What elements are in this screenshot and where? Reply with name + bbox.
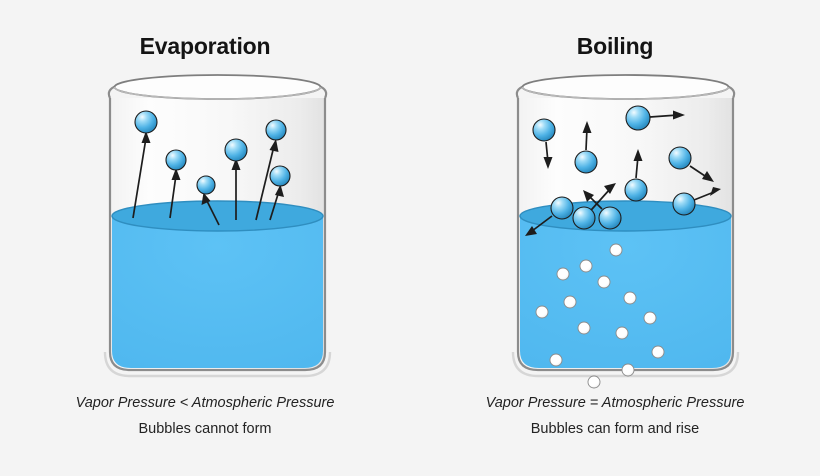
bubble xyxy=(577,321,591,335)
evaporating-molecule xyxy=(165,149,187,219)
bubble xyxy=(563,295,577,309)
molecule xyxy=(625,105,651,131)
bubble xyxy=(621,363,635,377)
panel-title-evaporation: Evaporation xyxy=(139,33,271,59)
beaker-evaporation xyxy=(103,74,332,378)
bubble xyxy=(615,326,629,340)
motion-arrow-head xyxy=(141,131,151,143)
bubble xyxy=(549,353,563,367)
motion-arrow-head xyxy=(275,184,284,197)
bubble xyxy=(643,311,657,325)
vapor-molecule xyxy=(583,190,622,230)
bubble-group xyxy=(535,243,665,389)
motion-arrow-head xyxy=(702,171,714,182)
molecule xyxy=(668,146,692,170)
vapor-molecule xyxy=(525,196,574,236)
molecule-group-boiling xyxy=(525,105,721,236)
molecule xyxy=(196,175,216,195)
molecule xyxy=(269,165,291,187)
evaporating-molecule xyxy=(269,165,291,221)
molecule xyxy=(672,192,696,216)
bubble xyxy=(609,243,623,257)
bubble xyxy=(587,375,601,389)
beaker-boiling xyxy=(511,74,740,389)
vapor-molecule xyxy=(672,187,721,216)
evaporating-molecule xyxy=(132,110,158,219)
motion-arrow-head xyxy=(583,190,594,202)
molecule xyxy=(550,196,574,220)
motion-arrow-head xyxy=(633,149,643,161)
bubble xyxy=(556,267,570,281)
molecule xyxy=(572,206,596,230)
molecule xyxy=(574,150,598,174)
caption-bubbles-evaporation: Bubbles cannot form xyxy=(138,421,272,437)
caption-bubbles-boiling: Bubbles can form and rise xyxy=(530,421,700,437)
bubble xyxy=(579,259,593,273)
motion-arrow-head xyxy=(582,121,592,133)
bubble xyxy=(535,305,549,319)
motion-arrow-head xyxy=(525,226,537,236)
motion-arrow-line xyxy=(169,174,177,219)
motion-arrow-line xyxy=(693,191,715,201)
molecule-group-evaporation xyxy=(132,110,291,226)
bubble xyxy=(623,291,637,305)
vapor-molecule xyxy=(624,149,648,202)
panel-title-boiling: Boiling xyxy=(576,33,654,59)
molecule xyxy=(134,110,158,134)
water-surface xyxy=(111,200,324,232)
motion-arrow-line xyxy=(205,198,220,226)
molecule xyxy=(265,119,287,141)
motion-arrow-head xyxy=(269,139,279,152)
bubble xyxy=(597,275,611,289)
vapor-molecule xyxy=(668,146,714,182)
molecule xyxy=(624,178,648,202)
evaporating-molecule xyxy=(196,175,220,226)
molecule xyxy=(532,118,556,142)
motion-arrow-head xyxy=(231,158,241,170)
beaker-rim-inner xyxy=(113,86,322,100)
motion-arrow-head xyxy=(604,183,616,194)
beaker-bottom-shadow xyxy=(103,351,332,378)
vapor-molecule xyxy=(532,118,556,169)
motion-arrow-head xyxy=(543,157,553,169)
caption-pressure-boiling: Vapor Pressure = Atmospheric Pressure xyxy=(485,395,745,411)
water-body xyxy=(112,216,323,368)
molecule xyxy=(598,206,622,230)
bubble xyxy=(651,345,665,359)
motion-arrow-head xyxy=(201,192,211,205)
motion-arrow-head xyxy=(710,187,721,196)
evaporating-molecule xyxy=(224,138,248,220)
evaporating-molecule xyxy=(255,119,287,221)
molecule xyxy=(224,138,248,162)
panel-evaporation: Evaporation xyxy=(75,33,335,437)
motion-arrow-line xyxy=(269,190,280,221)
water-body xyxy=(520,216,731,368)
motion-arrow-head xyxy=(171,168,181,180)
panel-boiling: Boiling xyxy=(410,0,820,476)
beaker-rim-inner xyxy=(521,86,730,100)
beaker-bottom-shadow xyxy=(511,351,740,378)
motion-arrow-line xyxy=(531,215,553,232)
motion-arrow-line xyxy=(132,137,147,219)
caption-pressure-evaporation: Vapor Pressure < Atmospheric Pressure xyxy=(75,395,335,411)
motion-arrow-line xyxy=(255,145,275,221)
vapor-molecule xyxy=(625,105,685,131)
motion-arrow-line xyxy=(588,195,603,210)
molecule xyxy=(165,149,187,171)
motion-arrow-head xyxy=(673,110,685,120)
vapor-molecule xyxy=(574,121,598,174)
